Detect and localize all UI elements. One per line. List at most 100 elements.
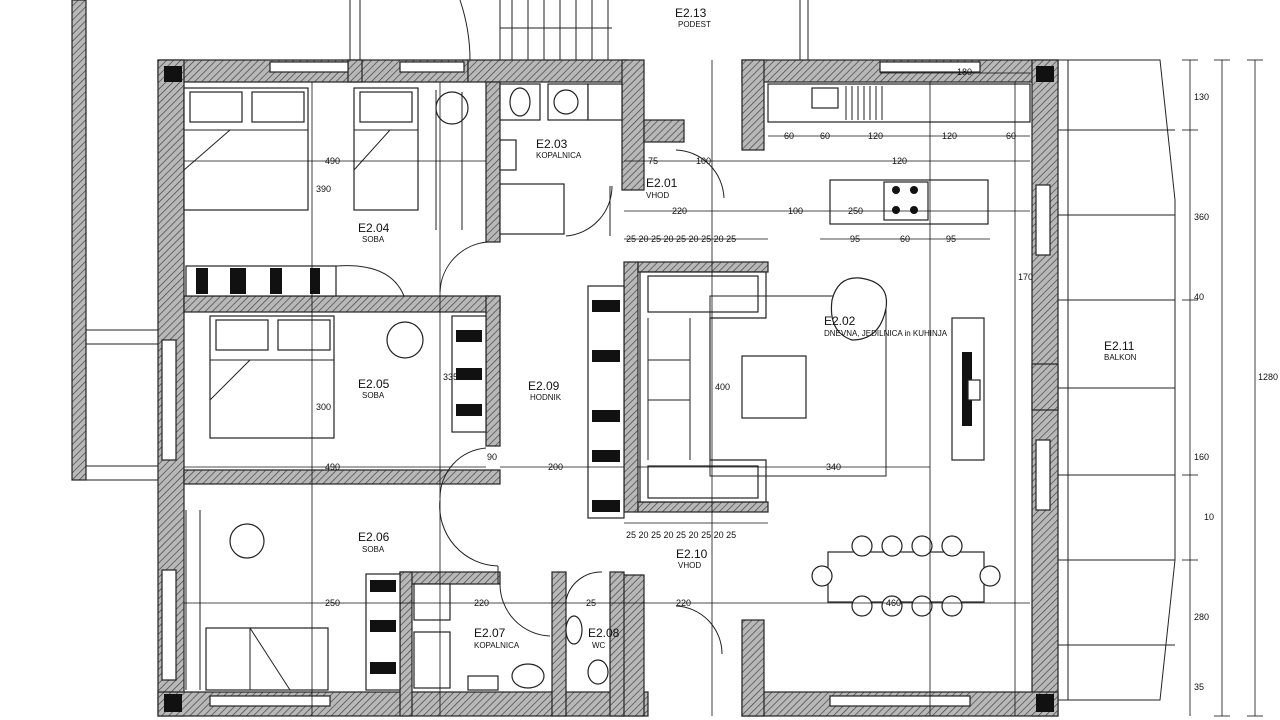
wall-bath-left [485, 81, 501, 243]
dim-text: 95 [850, 234, 860, 244]
room-id-e203: E2.03 [536, 137, 568, 151]
wardrobe-room6 [365, 573, 401, 691]
wall-living-bottom [637, 501, 769, 513]
rug [709, 295, 887, 477]
dim-text: 250 [848, 206, 863, 216]
dim-text: 75 [648, 156, 658, 166]
dim-text: 60 [900, 234, 910, 244]
exterior-structures [71, 0, 809, 481]
room-name-e213: PODEST [678, 20, 711, 29]
staircase [499, 0, 612, 60]
kitchen-island [829, 179, 989, 225]
sofa [639, 271, 767, 503]
tv-unit [951, 317, 985, 461]
window-left-1 [161, 339, 177, 461]
bed-room5 [209, 315, 335, 439]
dim-text: 200 [548, 462, 563, 472]
dim-text: 280 [1194, 612, 1209, 622]
room-name-e201: VHOD [646, 191, 669, 200]
wall-room5-room6 [183, 469, 501, 485]
dim-text: 130 [1194, 92, 1209, 102]
wardrobe-room5 [451, 315, 487, 433]
door-entry2 [675, 605, 723, 655]
door-room4 [439, 241, 489, 293]
room-id-e206: E2.06 [358, 530, 390, 544]
room-id-e210: E2.10 [676, 547, 708, 561]
window-right-1 [1035, 184, 1051, 256]
room-id-e201: E2.01 [646, 176, 678, 190]
dim-text: 120 [868, 131, 883, 141]
window-top-2 [399, 61, 465, 73]
wall-lower-entry-left [621, 574, 645, 717]
dim-text: 1280 [1258, 372, 1278, 382]
room-id-e209: E2.09 [528, 379, 560, 393]
wall-living-left [623, 261, 639, 513]
room-name-e208: WC [592, 641, 606, 650]
window-left-2 [161, 569, 177, 681]
room-id-e211: E2.11 [1104, 339, 1135, 353]
dining-table [811, 535, 1001, 617]
wall-living-top [637, 261, 769, 273]
wardrobe-room4 [185, 265, 405, 297]
dim-text: 90 [487, 452, 497, 462]
dim-text: 340 [826, 462, 841, 472]
wardrobe-hall [587, 285, 625, 519]
door-bath2 [499, 583, 551, 637]
wall-stair-right [621, 59, 645, 191]
desk-room6 [185, 510, 201, 690]
window-top-1 [269, 61, 349, 73]
balcony-column [1031, 363, 1059, 411]
round-chair-room4 [435, 91, 469, 125]
wall-hall-left [485, 295, 501, 447]
room-id-e207: E2.07 [474, 626, 506, 640]
dim-text: 60 [784, 131, 794, 141]
bed-room4 [183, 87, 309, 211]
dim-text: 220 [676, 598, 691, 608]
corner-column [164, 66, 182, 82]
room-name-e210: VHOD [678, 561, 701, 570]
dim-text: 60 [1006, 131, 1016, 141]
coffee-table [741, 355, 807, 419]
wall-top-mid [467, 59, 629, 83]
door-room6 [439, 499, 499, 567]
corner-column [1036, 66, 1054, 82]
room-id-e202: E2.02 [824, 314, 856, 328]
room-name-e202: DNEVNA, JEDILNICA in KUHINJA [824, 329, 948, 338]
room-labels: E2.13 PODEST E2.03 KOPALNICA E2.01 VHOD … [358, 6, 1137, 650]
outer-ledge [85, 329, 159, 345]
room-name-e207: KOPALNICA [474, 641, 520, 650]
wall-entry-stub [643, 119, 685, 143]
dim-text: 300 [316, 402, 331, 412]
dim-text: 60 [820, 131, 830, 141]
wall-bath2-left [399, 571, 413, 717]
wall-bath2-top [399, 571, 501, 585]
furniture [183, 83, 1031, 691]
armchair [830, 277, 888, 341]
wc-fixtures [565, 615, 609, 685]
dim-text: 100 [696, 156, 711, 166]
wall-stub-top [347, 59, 363, 83]
kitchen-counter [767, 83, 1031, 123]
dim-text: 360 [1194, 212, 1209, 222]
windows [161, 61, 1051, 707]
dim-text: 335 [443, 372, 458, 382]
dim-text: 220 [474, 598, 489, 608]
dim-text: 40 [1194, 292, 1204, 302]
dimension-lines [184, 59, 1263, 717]
dim-text: 390 [316, 184, 331, 194]
bed-room6 [205, 627, 329, 691]
wall-room4-room5 [183, 295, 501, 313]
bed-room4-single [353, 87, 419, 211]
dim-text: 170 [1018, 272, 1033, 282]
room-name-e205: SOBA [362, 391, 385, 400]
dim-text: 10 [1204, 512, 1214, 522]
dim-text: 460 [886, 598, 901, 608]
dim-text: 35 [1194, 682, 1204, 692]
dim-text: 25 20 25 20 25 20 25 20 25 [626, 234, 736, 244]
window-bottom-1 [209, 695, 331, 707]
room-id-e204: E2.04 [358, 221, 390, 235]
dimension-labels: 180 60 60 120 120 60 75 100 120 220 100 … [316, 67, 1278, 692]
bathroom-top-fixtures [499, 83, 623, 235]
room-name-e203: KOPALNICA [536, 151, 582, 160]
window-bottom-2 [829, 695, 971, 707]
